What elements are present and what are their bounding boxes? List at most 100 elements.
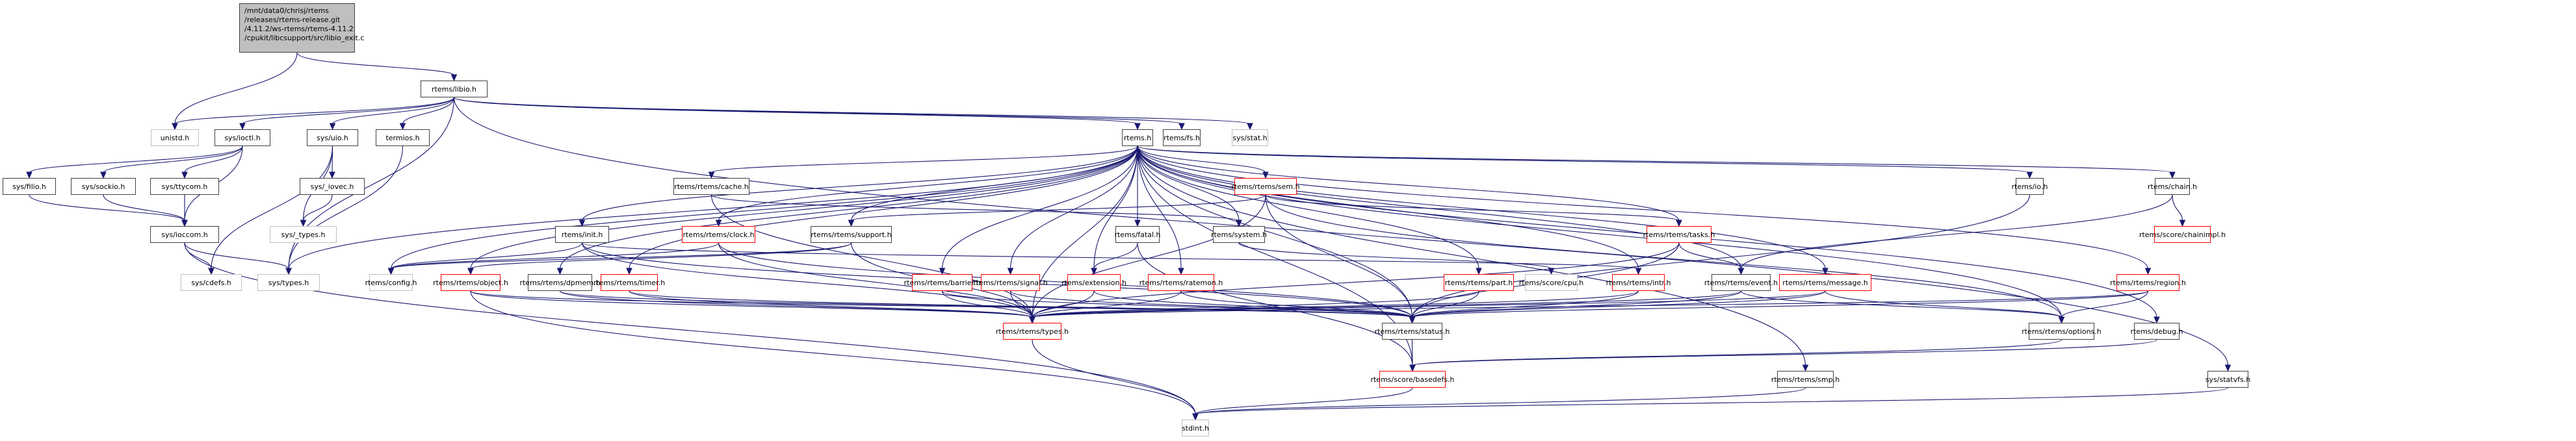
node-statvfs[interactable]: sys/statvfs.h xyxy=(2205,371,2250,388)
root-path-line: /4.11.2/ws-rtems/rtems-4.11.2 xyxy=(244,25,354,33)
node-sockio[interactable]: sys/sockio.h xyxy=(71,178,136,195)
edge-object-to-rtypes xyxy=(470,290,1033,318)
node-object[interactable]: rtems/rtems/object.h xyxy=(433,274,508,291)
edge-object-to-stdint xyxy=(470,290,1196,415)
node-smp[interactable]: rtems/rtems/smp.h xyxy=(1771,371,1840,388)
edge-root-to-libio xyxy=(296,52,455,76)
node-barrier[interactable]: rtems/rtems/barrier.h xyxy=(904,274,980,291)
node-ttycom[interactable]: sys/ttycom.h xyxy=(150,178,219,195)
arrowhead-icon xyxy=(2224,364,2231,372)
root-path-line: /releases/rtems-release.git xyxy=(244,16,341,24)
node-extension[interactable]: rtems/extension.h xyxy=(1061,274,1126,291)
node-termios[interactable]: termios.h xyxy=(376,129,430,146)
edge-smp-to-stdint xyxy=(1195,387,1806,415)
node-sem[interactable]: rtems/rtems/sem.h xyxy=(1231,178,1300,195)
edge-libio-to-uio xyxy=(332,97,455,125)
node-signal[interactable]: rtems/rtems/signal.h xyxy=(973,274,1048,291)
node-rtems-h[interactable]: rtems.h xyxy=(1122,129,1153,146)
arrowhead-icon xyxy=(181,220,188,227)
node-region[interactable]: rtems/rtems/region.h xyxy=(2110,274,2186,291)
node-basedefs[interactable]: rtems/score/basedefs.h xyxy=(1370,371,1455,388)
edge-rtems-to-sem xyxy=(1137,145,1266,173)
arrowhead-icon xyxy=(1007,268,1014,275)
edge-options-to-basedefs xyxy=(1412,339,2062,366)
arrowhead-icon xyxy=(1409,316,1416,324)
node-ratemon[interactable]: rtems/rtems/ratemon.h xyxy=(1139,274,1223,291)
edge-rtems-to-part xyxy=(1137,145,1479,270)
arrowhead-icon xyxy=(1548,268,1555,275)
node-rtems-types[interactable]: rtems/rtems/types.h xyxy=(996,323,1069,340)
edge-clock-to-status xyxy=(718,242,1413,318)
node-timer[interactable]: rtems/rtems/timer.h xyxy=(593,274,665,291)
edge-rtems-to-status xyxy=(1137,145,1413,318)
edge-status-to-basedefs xyxy=(1411,339,1413,366)
node-message[interactable]: rtems/rtems/message.h xyxy=(1779,274,1871,291)
edge-filio-to-ioccom xyxy=(29,194,185,221)
arrowhead-icon xyxy=(626,268,632,275)
node-system[interactable]: rtems/system.h xyxy=(1211,226,1267,243)
arrowhead-icon xyxy=(239,123,246,131)
edge-ioctl-to-sockio xyxy=(103,145,243,173)
node-status[interactable]: rtems/rtems/status.h xyxy=(1375,323,1450,340)
edge-fatal-to-basedefs xyxy=(1137,242,1413,366)
edge-intr-to-status xyxy=(1411,290,1639,318)
edge-region-to-rtypes xyxy=(1032,290,2149,318)
edge-libio-to-statvfs xyxy=(453,97,2229,366)
edge-clock-to-config xyxy=(390,242,720,270)
edge-libio-to-rtems xyxy=(453,97,1138,125)
edge-support-to-object xyxy=(470,242,852,270)
node-intr[interactable]: rtems/rtems/intr.h xyxy=(1606,274,1671,291)
edge-termios-to-systypes xyxy=(288,145,404,270)
arrowhead-icon xyxy=(1247,123,1253,131)
arrowhead-icon xyxy=(939,268,946,275)
node-chain[interactable]: rtems/chain.h xyxy=(2148,178,2197,195)
node-filio[interactable]: sys/filio.h xyxy=(3,178,56,195)
edge-tasks-to-event xyxy=(1678,242,1742,270)
edge-rtems-to-chain xyxy=(1137,145,2173,173)
node-uio[interactable]: sys/uio.h xyxy=(307,129,358,146)
edge-cache-to-system xyxy=(710,194,1240,221)
arrowhead-icon xyxy=(467,268,474,275)
edge-rtems-to-dpmem xyxy=(559,145,1138,270)
node-fs[interactable]: rtems/fs.h xyxy=(1163,129,1201,146)
node-cache[interactable]: rtems/rtems/cache.h xyxy=(673,178,749,195)
edge-region-to-status xyxy=(1411,290,2149,318)
node-io[interactable]: rtems/io.h xyxy=(2012,178,2048,195)
arrowhead-icon xyxy=(1737,268,1745,275)
edge-debug-to-basedefs xyxy=(1412,339,2157,366)
node-cdefs: sys/cdefs.h xyxy=(181,274,242,291)
arrowhead-icon xyxy=(556,268,564,275)
arrowhead-icon xyxy=(208,268,215,275)
node-event[interactable]: rtems/rtems/event.h xyxy=(1704,274,1778,291)
node-ioctl[interactable]: sys/ioctl.h xyxy=(215,129,270,146)
node-fatal[interactable]: rtems/fatal.h xyxy=(1115,226,1160,243)
edge-rtems-to-support xyxy=(850,145,1138,221)
edge-iovec-to-_types xyxy=(302,194,333,221)
node-root-file[interactable]: /mnt/data0/chrisj/rtems /releases/rtems-… xyxy=(239,3,364,53)
node-options[interactable]: rtems/rtems/options.h xyxy=(2022,323,2101,340)
edge-ioccom-to-cdefs xyxy=(184,242,212,270)
node-init[interactable]: rtems/init.h xyxy=(555,226,609,243)
node-debug[interactable]: rtems/debug.h xyxy=(2131,323,2183,340)
edge-rtems-to-message xyxy=(1137,145,1826,270)
node-part[interactable]: rtems/rtems/part.h xyxy=(1444,274,1514,291)
node-iovec[interactable]: sys/_iovec.h xyxy=(300,178,365,195)
node-tasks[interactable]: rtems/rtems/tasks.h xyxy=(1643,226,1715,243)
edge-rtems-to-timer xyxy=(629,145,1138,270)
node-libio[interactable]: rtems/libio.h xyxy=(421,81,488,97)
arrowhead-icon xyxy=(1134,220,1141,227)
arrowhead-icon xyxy=(2144,268,2152,275)
arrowhead-icon xyxy=(1676,220,1682,227)
node-chainimpl[interactable]: rtems/score/chainimpl.h xyxy=(2139,226,2226,243)
node-clock[interactable]: rtems/rtems/clock.h xyxy=(682,226,755,243)
arrowhead-icon xyxy=(172,123,178,131)
arrowhead-icon xyxy=(2169,171,2176,179)
arrowhead-icon xyxy=(715,220,722,227)
node-ioccom[interactable]: sys/ioccom.h xyxy=(150,226,219,243)
node-support[interactable]: rtems/rtems/support.h xyxy=(811,226,892,243)
node-dpmem[interactable]: rtems/rtems/dpmem.h xyxy=(519,274,601,291)
edge-event-to-options xyxy=(1740,290,2062,318)
arrowhead-icon xyxy=(387,268,395,275)
arrowhead-icon xyxy=(1192,413,1199,421)
